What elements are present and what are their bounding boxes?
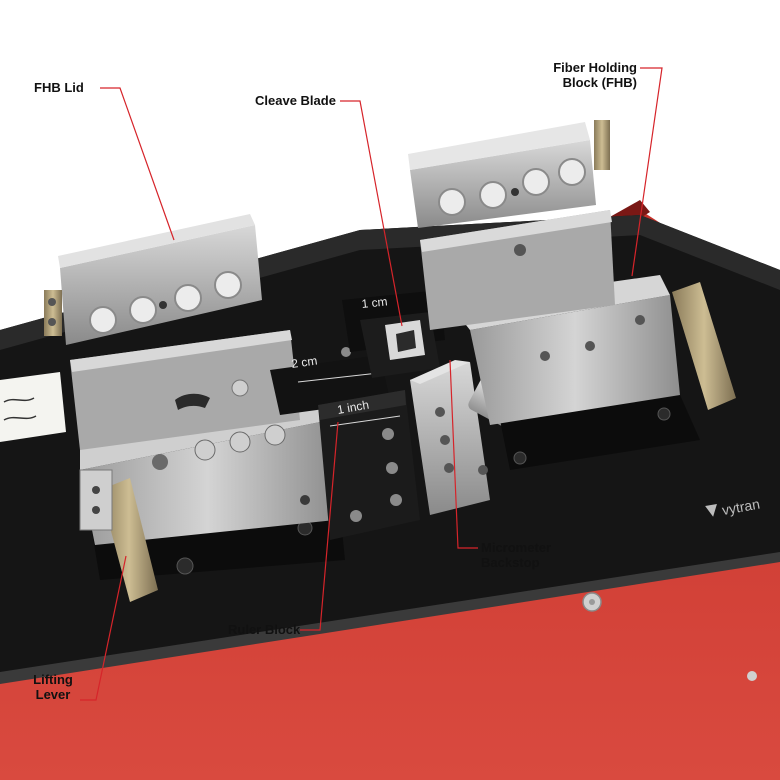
- ruler-engraving-inch: 1 inch: [336, 398, 370, 417]
- brand-text: vytran: [721, 496, 761, 518]
- label-ruler-block-text: Ruler Block: [228, 622, 301, 637]
- ruler-block: 2 cm 1 inch: [270, 347, 420, 540]
- brand-mark: vytran: [705, 496, 761, 518]
- leader-ruler-block: [300, 421, 339, 631]
- ruler-engraving-2cm: 2 cm: [290, 353, 318, 370]
- left-assembly: [44, 214, 345, 602]
- label-ruler-block: Ruler Block: [228, 622, 300, 637]
- label-fiber-holding-block-line-2: Block (FHB): [562, 75, 637, 90]
- right-assembly: [408, 120, 736, 470]
- label-lifting-lever: Lifting Lever: [26, 672, 80, 702]
- label-fiber-holding-block: Fiber Holding Block (FHB): [540, 60, 637, 90]
- leader-fiber-holding-block: [631, 67, 663, 277]
- label-cleave-blade-text: Cleave Blade: [255, 93, 336, 108]
- label-micrometer-backstop-line-2: Backstop: [481, 555, 540, 570]
- label-micrometer-backstop-line-1: Micrometer: [481, 540, 552, 555]
- leader-micrometer-backstop: [449, 359, 478, 549]
- label-fhb-lid: FHB Lid: [34, 80, 84, 95]
- label-fiber-holding-block-line-1: Fiber Holding: [553, 60, 637, 75]
- cleave-blade-housing: 1 cm: [342, 290, 445, 378]
- leader-cleave-blade: [340, 100, 403, 327]
- label-lifting-lever-line-2: Lever: [35, 687, 71, 702]
- label-cleave-blade: Cleave Blade: [255, 93, 336, 108]
- label-micrometer-backstop: Micrometer Backstop: [481, 540, 551, 570]
- leader-lifting-lever: [80, 555, 127, 701]
- sticker: [0, 372, 66, 442]
- label-fhb-lid-text: FHB Lid: [34, 80, 84, 95]
- label-lifting-lever-line-1: Lifting: [33, 672, 73, 687]
- ruler-engraving-1cm: 1 cm: [361, 294, 388, 311]
- leader-lines: [80, 67, 663, 701]
- leader-fhb-lid: [100, 87, 175, 241]
